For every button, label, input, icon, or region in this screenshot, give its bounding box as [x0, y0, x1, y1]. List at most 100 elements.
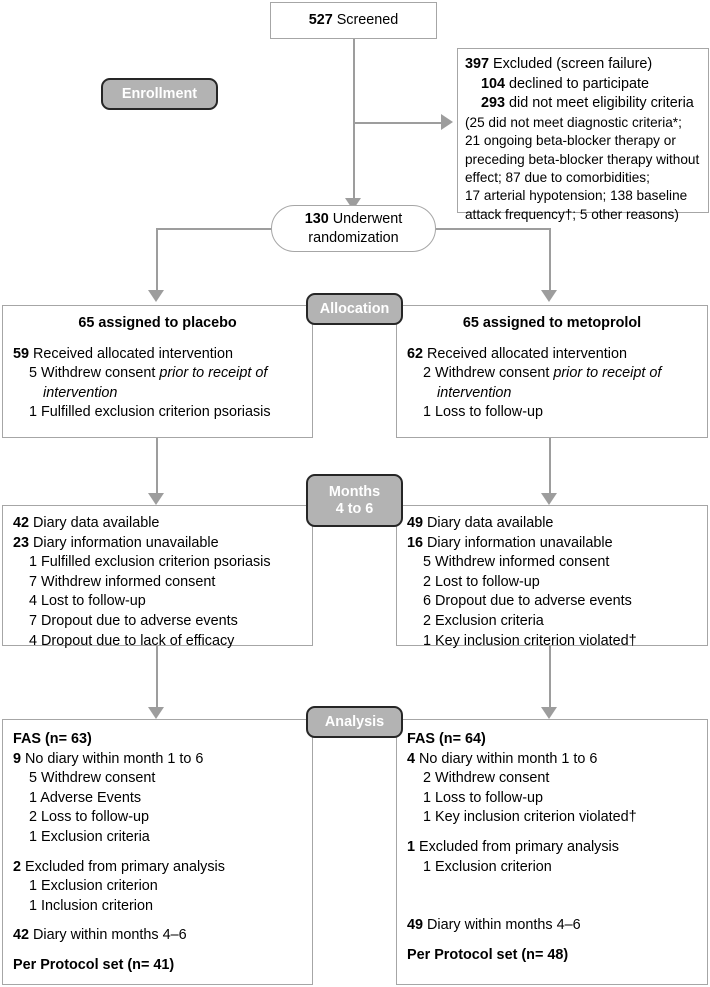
analysis-placebo-nodiary-label: No diary within month 1 to 6: [25, 750, 204, 767]
analysis-placebo-pp: Per Protocol set (n= 41): [13, 956, 175, 973]
followup-metoprolol-item-text: Key inclusion criterion violated†: [435, 632, 637, 649]
allocation-metoprolol-item-count: 1: [423, 404, 432, 421]
excluded-detail-line: attack frequency†; 5 other reasons): [465, 206, 679, 222]
arrowhead-to-excluded: [441, 114, 453, 130]
stage-allocation-text: Allocation: [319, 300, 390, 317]
stage-label-analysis: Analysis: [306, 706, 403, 738]
excluded-detail-line: effect; 87 due to comorbidities;: [465, 170, 650, 185]
excluded-total-count: 397: [465, 56, 490, 72]
excluded-detail-line: (25 did not meet diagnostic criteria*;: [465, 114, 682, 130]
analysis-metoprolol-nodiary-item-count: 1: [423, 809, 432, 826]
allocation-metoprolol-count: 65: [462, 315, 479, 331]
followup-metoprolol-item-text: Dropout due to adverse events: [435, 593, 632, 610]
excluded-detail-line: 17 arterial hypotension; 138 baseline: [465, 188, 688, 204]
followup-metoprolol-item-count: 2: [423, 573, 432, 590]
excluded-box: 397 Excluded (screen failure) 104 declin…: [457, 48, 709, 222]
allocation-placebo-item-italic2: intervention: [43, 384, 118, 401]
analysis-metoprolol-nodiary-item-text: Withdrew consent: [435, 770, 550, 787]
followup-metoprolol-unavailable-count: 16: [407, 534, 424, 551]
allocation-metoprolol-item-text: Loss to follow-up: [435, 404, 544, 421]
followup-metoprolol-item-count: 6: [423, 593, 432, 610]
analysis-placebo-fas: FAS (n= 63): [13, 731, 92, 747]
analysis-placebo-nodiary-count: 9: [13, 750, 22, 767]
analysis-placebo-excluded-item-count: 1: [29, 897, 38, 914]
analysis-placebo-nodiary-item-text: Adverse Events: [40, 789, 142, 806]
analysis-metoprolol-pp: Per Protocol set (n= 48): [407, 946, 569, 963]
followup-placebo-item-text: Fulfilled exclusion criterion psoriasis: [41, 554, 271, 571]
allocation-metoprolol-box: 65 assigned to metoprolol 62 Received al…: [396, 305, 708, 438]
allocation-metoprolol-item-text: Withdrew consent: [435, 365, 554, 382]
followup-placebo-unavailable-label: Diary information unavailable: [33, 534, 219, 551]
analysis-placebo-excluded-count: 2: [13, 858, 22, 875]
arrowhead-left-analysis: [148, 707, 164, 719]
analysis-metoprolol-excluded-count: 1: [407, 838, 416, 855]
connector-randomization-right: [435, 228, 551, 231]
followup-placebo-available-label: Diary data available: [33, 515, 160, 531]
analysis-placebo-nodiary-item-count: 1: [29, 789, 38, 806]
stage-label-months: Months 4 to 6: [306, 474, 403, 527]
followup-placebo-item-text: Dropout due to lack of efficacy: [41, 632, 235, 649]
analysis-placebo-nodiary-item-text: Loss to follow-up: [41, 809, 150, 826]
analysis-placebo-nodiary-item-count: 2: [29, 809, 38, 826]
analysis-metoprolol-diary-label: Diary within months 4–6: [427, 917, 581, 934]
followup-placebo-item-text: Lost to follow-up: [41, 593, 146, 610]
allocation-placebo-item-text: Fulfilled exclusion criterion psoriasis: [41, 404, 271, 421]
analysis-metoprolol-box: FAS (n= 64) 4 No diary within month 1 to…: [396, 719, 708, 985]
screened-box: 527 Screened: [270, 2, 437, 39]
followup-metoprolol-item-text: Exclusion criteria: [435, 612, 544, 629]
arrowhead-right-followup: [541, 493, 557, 505]
screened-count: 527: [308, 12, 333, 28]
connector-right-allocation-drop: [549, 228, 552, 296]
arrowhead-right-analysis: [541, 707, 557, 719]
connector-right-followup-drop: [549, 437, 552, 499]
randomization-count: 130: [304, 210, 329, 227]
allocation-placebo-received-label: Received allocated intervention: [33, 345, 234, 362]
followup-metoprolol-item-count: 5: [423, 554, 432, 571]
excluded-ineligible-count: 293: [481, 95, 506, 112]
followup-placebo-available-count: 42: [13, 515, 30, 531]
arrowhead-right-allocation: [541, 290, 557, 302]
followup-metoprolol-box: 49 Diary data available 16 Diary informa…: [396, 505, 708, 649]
analysis-metoprolol-nodiary-item-count: 2: [423, 770, 432, 787]
analysis-placebo-nodiary-item-text: Withdrew consent: [41, 770, 156, 787]
stage-label-enrollment: Enrollment: [101, 78, 218, 110]
connector-left-followup-drop: [156, 437, 159, 499]
arrowhead-left-allocation: [148, 290, 164, 302]
excluded-declined-label: declined to participate: [509, 75, 650, 92]
analysis-placebo-nodiary-item-text: Exclusion criteria: [41, 828, 150, 845]
allocation-placebo-item-count: 1: [29, 404, 38, 421]
followup-metoprolol-unavailable-label: Diary information unavailable: [427, 534, 613, 551]
arrowhead-left-followup: [148, 493, 164, 505]
followup-placebo-item-count: 7: [29, 573, 38, 590]
screened-label: Screened: [336, 12, 399, 28]
followup-metoprolol-item-count: 1: [423, 632, 432, 649]
analysis-metoprolol-nodiary-label: No diary within month 1 to 6: [419, 750, 598, 767]
followup-placebo-item-count: 4: [29, 632, 38, 649]
analysis-placebo-diary-count: 42: [13, 927, 30, 944]
allocation-placebo-item-text: Withdrew consent: [41, 365, 160, 382]
analysis-placebo-excluded-item-text: Exclusion criterion: [41, 878, 158, 895]
allocation-placebo-item-count: 5: [29, 365, 38, 382]
excluded-detail-line: 21 ongoing beta-blocker therapy or: [465, 133, 676, 149]
analysis-placebo-diary-label: Diary within months 4–6: [33, 927, 187, 944]
connector-screened-to-excluded: [353, 122, 443, 125]
analysis-metoprolol-excluded-label: Excluded from primary analysis: [419, 838, 619, 855]
followup-placebo-item-count: 4: [29, 593, 38, 610]
analysis-metoprolol-fas: FAS (n= 64): [407, 731, 486, 747]
followup-placebo-item-text: Withdrew informed consent: [41, 573, 216, 590]
analysis-placebo-excluded-item-count: 1: [29, 878, 38, 895]
randomization-node: 130 Underwent randomization: [271, 205, 436, 252]
followup-metoprolol-item-text: Withdrew informed consent: [435, 554, 610, 571]
followup-placebo-item-count: 7: [29, 612, 38, 629]
allocation-placebo-heading: assigned to placebo: [98, 315, 237, 331]
excluded-declined-count: 104: [481, 75, 506, 92]
allocation-metoprolol-received-count: 62: [407, 345, 424, 362]
connector-randomization-left: [156, 228, 272, 231]
connector-right-analysis-drop: [549, 645, 552, 713]
allocation-placebo-count: 65: [78, 315, 95, 331]
allocation-metoprolol-heading: assigned to metoprolol: [482, 315, 642, 331]
analysis-metoprolol-nodiary-item-text: Key inclusion criterion violated†: [435, 809, 637, 826]
allocation-metoprolol-item-count: 2: [423, 365, 432, 382]
followup-metoprolol-item-count: 2: [423, 612, 432, 629]
